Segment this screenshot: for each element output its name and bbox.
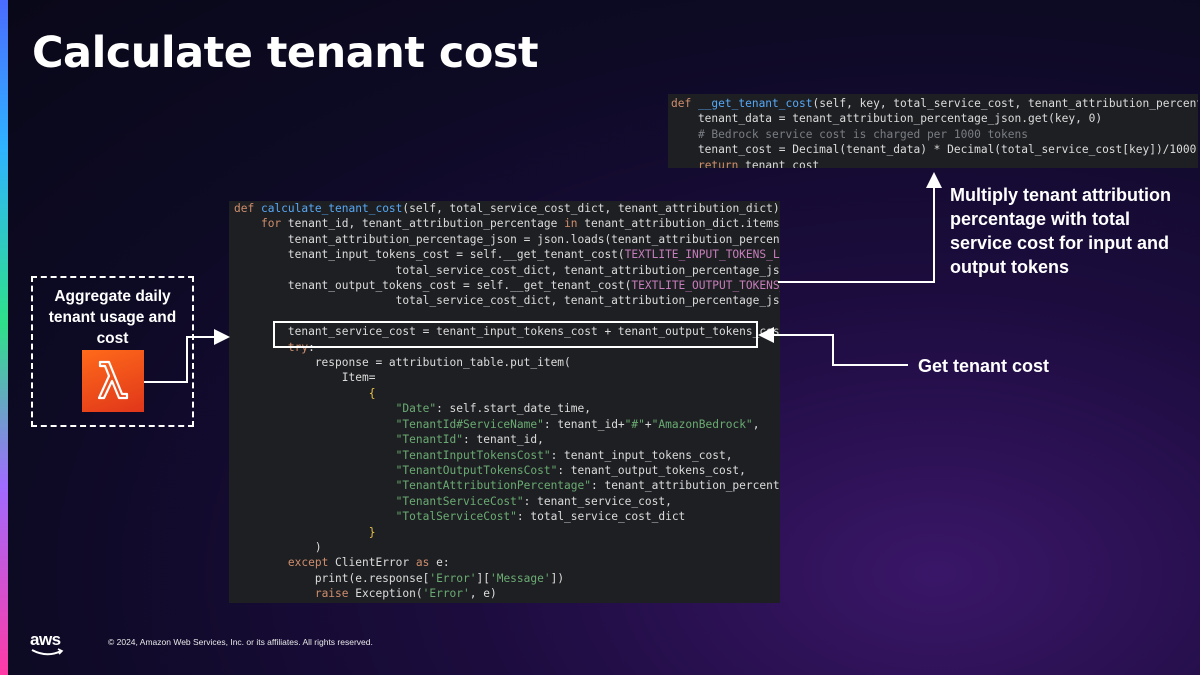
code-line: raise Exception('Error', e) — [314, 587, 497, 601]
arrow-get-tenant-cost — [758, 327, 908, 366]
code-block-top: def __get_tenant_cost(self, key, total_s… — [671, 96, 1198, 168]
accent-edge-bar — [0, 0, 8, 675]
code-line: tenant_cost = Decimal(tenant_data) * Dec… — [671, 143, 1197, 157]
code-line: "TenantInputTokensCost": tenant_input_to… — [395, 448, 733, 462]
code-line: tenant_input_tokens_cost = self.__get_te… — [234, 248, 780, 262]
code-line: tenant_service_cost = tenant_input_token… — [234, 325, 780, 339]
code-line: "TenantId#ServiceName": tenant_id+"#"+"A… — [395, 417, 760, 431]
code-line: ) — [234, 540, 322, 554]
code-line: total_service_cost_dict, tenant_attribut… — [234, 263, 780, 277]
code-line: response = attribution_table.put_item( — [234, 356, 571, 370]
code-line: # Bedrock service cost is charged per 10… — [671, 127, 1028, 141]
lambda-label: Aggregate daily tenant usage and cost — [48, 288, 177, 347]
code-line: print(e.response['Error']['Message']) — [234, 571, 565, 585]
callout-multiply: Multiply tenant attribution percentage w… — [950, 185, 1171, 277]
code-line: "Date": self.start_date_time, — [395, 402, 591, 416]
lambda-icon — [82, 350, 144, 412]
arrow-to-multiply-callout — [778, 172, 942, 283]
code-line: return tenant_cost — [697, 158, 820, 168]
code-line: def calculate_tenant_cost(self, total_se… — [234, 202, 780, 215]
aws-logo: aws — [30, 630, 61, 649]
code-line: "TenantAttributionPercentage": tenant_at… — [395, 479, 780, 493]
code-line: "TotalServiceCost": total_service_cost_d… — [395, 510, 686, 524]
lambda-dashed-container — [31, 276, 194, 427]
code-line: "TenantServiceCost": tenant_service_cost… — [395, 494, 672, 508]
code-line: tenant_data = tenant_attribution_percent… — [671, 112, 1103, 126]
copyright-text: © 2024, Amazon Web Services, Inc. or its… — [108, 637, 373, 647]
code-block-main: def calculate_tenant_cost(self, total_se… — [234, 201, 780, 602]
arrow-lambda-to-code — [144, 329, 230, 383]
code-line: { — [368, 386, 376, 400]
slide-title: Calculate tenant cost — [32, 28, 539, 78]
code-line: total_service_cost_dict, tenant_attribut… — [234, 294, 780, 308]
code-line: } — [368, 525, 376, 539]
code-line: "TenantOutputTokensCost": tenant_output_… — [395, 463, 746, 477]
callout-get-tenant-cost: Get tenant cost — [918, 356, 1050, 376]
lambda-glyph-icon — [97, 360, 129, 400]
code-line: Item= — [234, 371, 376, 385]
code-line: tenant_attribution_percentage_json = jso… — [234, 232, 780, 246]
aws-smile-icon — [31, 648, 64, 656]
code-line: def __get_tenant_cost(self, key, total_s… — [671, 97, 1198, 110]
code-panel-get-tenant-cost: def __get_tenant_cost(self, key, total_s… — [668, 94, 1198, 168]
code-line: for tenant_id, tenant_attribution_percen… — [260, 217, 780, 231]
highlight-tenant-service-cost — [273, 321, 758, 348]
code-panel-calculate-tenant-cost: def calculate_tenant_cost(self, total_se… — [229, 201, 780, 603]
code-line: "TenantId": tenant_id, — [395, 433, 544, 447]
code-line: except ClientError as e: — [287, 556, 450, 570]
code-line: tenant_output_tokens_cost = self.__get_t… — [234, 279, 780, 293]
